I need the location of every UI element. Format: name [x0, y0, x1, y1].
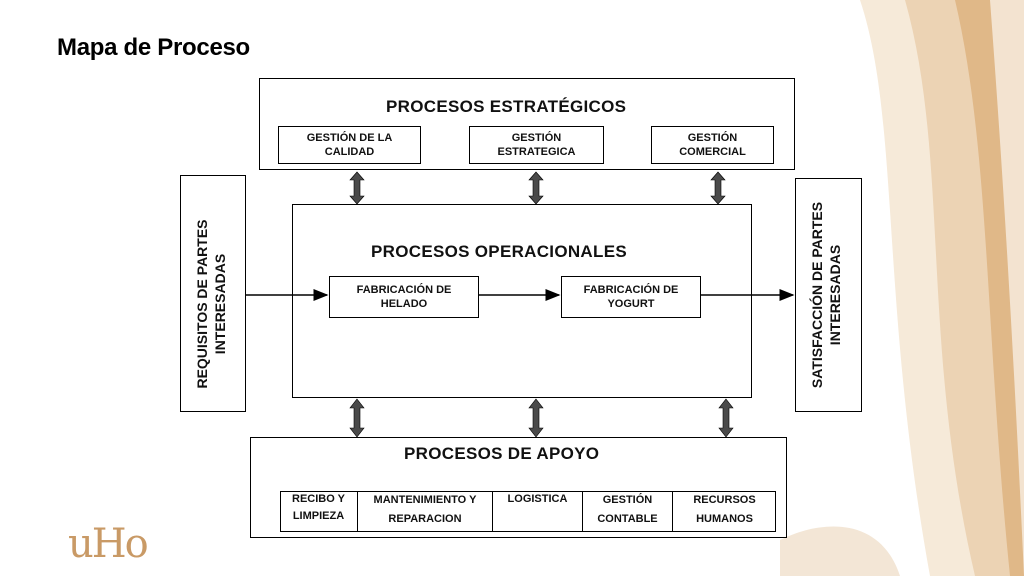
university-logo: uHo — [68, 521, 149, 567]
strategic-heading: PROCESOS ESTRATÉGICOS — [386, 97, 627, 116]
operational-heading: PROCESOS OPERACIONALES — [371, 242, 627, 261]
support-item-logistics: LOGISTICA — [492, 491, 582, 531]
stakeholder-requirements-box — [180, 175, 246, 412]
stakeholder-satisfaction-box — [795, 178, 862, 412]
page-title: Mapa de Proceso — [57, 34, 250, 61]
support-heading: PROCESOS DE APOYO — [404, 444, 600, 463]
support-items-row — [280, 491, 776, 532]
